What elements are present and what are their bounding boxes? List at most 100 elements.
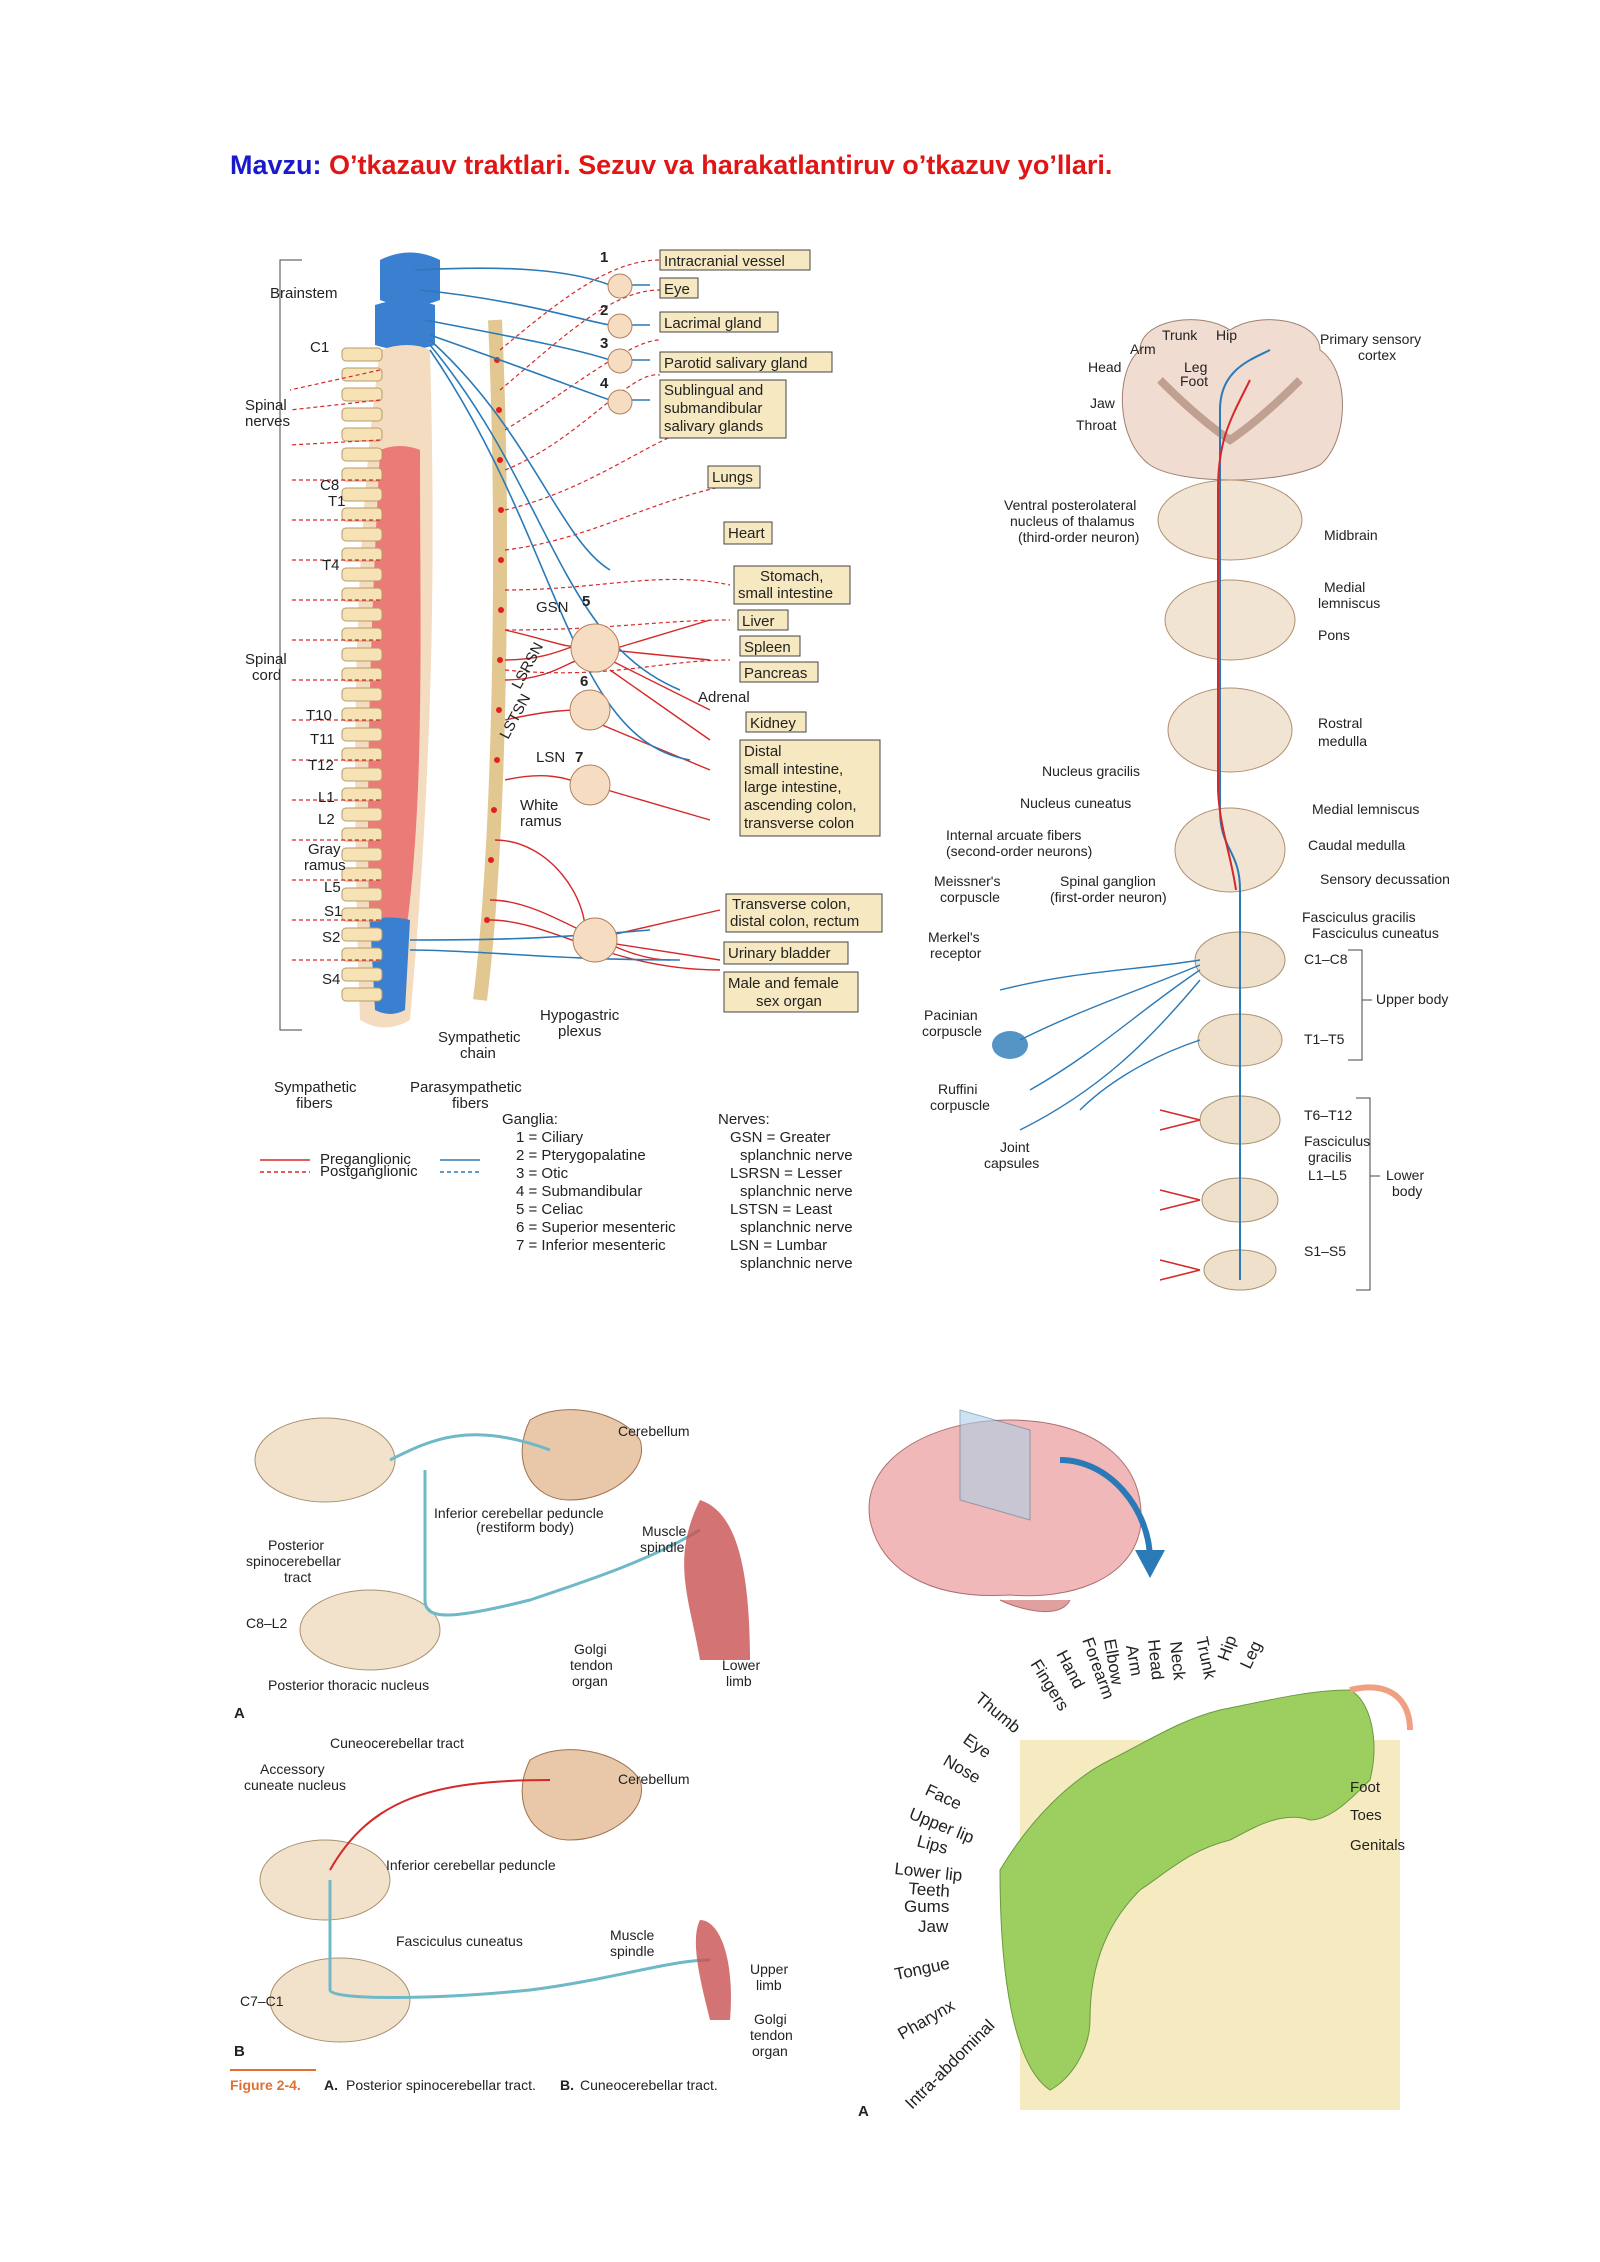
- organ-box-parotid: [659, 351, 833, 373]
- cerebellum-lateral: [999, 1599, 1071, 1613]
- ganglia-2: 2 = Pterygopalatine: [516, 1147, 646, 1164]
- organ-liver: Liver: [742, 613, 775, 630]
- label-pacinian-corpuscle: corpuscle: [922, 1023, 982, 1039]
- homunculus-tongue: Tongue: [893, 1954, 952, 1984]
- organ-stomach-1: Stomach,: [760, 568, 823, 585]
- receptor-fibers: [999, 959, 1201, 1131]
- label-s2: S2: [322, 929, 340, 946]
- b-limb: limb: [756, 1977, 782, 1993]
- homunculus-hip: Hip: [1214, 1633, 1241, 1663]
- legend-symp-2: fibers: [296, 1095, 333, 1112]
- afferent-path-a: [423, 1470, 701, 1617]
- arrow-shaft: [1059, 1457, 1153, 1561]
- nerves-5: LSTSN = Least: [730, 1201, 833, 1218]
- b-organ: organ: [752, 2043, 788, 2059]
- label-t4: T4: [322, 557, 340, 574]
- label-ruffini-corpuscle: corpuscle: [930, 1097, 990, 1113]
- organ-box-distal: [739, 739, 881, 837]
- rostral-medulla-section: [1167, 687, 1293, 773]
- ganglia-5: 5 = Celiac: [516, 1201, 584, 1218]
- ganglia-title: Ganglia:: [502, 1111, 558, 1128]
- organ-bladder: Urinary bladder: [728, 945, 831, 962]
- ganglion-num-7: 7: [575, 749, 583, 766]
- brain-inner: [1157, 377, 1303, 445]
- label-caudal-medulla: Caudal medulla: [1308, 837, 1405, 853]
- ganglia-circles: [569, 273, 633, 963]
- label-white: White: [520, 797, 558, 814]
- chain-dots: [484, 357, 504, 923]
- nerves-7: LSN = Lumbar: [730, 1237, 827, 1254]
- label-t10: T10: [306, 707, 332, 724]
- organ-distal-3: large intestine,: [744, 779, 842, 796]
- cerebellum-a: [521, 1409, 642, 1501]
- label-meissners: Meissner's: [934, 873, 1000, 889]
- label-gsn: GSN: [536, 599, 569, 616]
- b-cerebellum: Cerebellum: [618, 1771, 690, 1787]
- label-sympathetic: Sympathetic: [438, 1029, 521, 1046]
- caption-prefix: Figure 2-4.: [230, 2077, 301, 2093]
- lower-red-fibers: [1159, 1109, 1201, 1281]
- ganglia-6: 6 = Superior mesenteric: [516, 1219, 676, 1236]
- organ-kidney: Kidney: [750, 715, 796, 732]
- label-first-order: (first-order neuron): [1050, 889, 1167, 905]
- organ-sex-2: sex organ: [756, 993, 822, 1010]
- label-white-ramus: ramus: [520, 813, 562, 830]
- label-t11: T11: [310, 731, 335, 748]
- label-vpl-3: (third-order neuron): [1018, 529, 1139, 545]
- a-organ: organ: [572, 1673, 608, 1689]
- label-fasciculus-cuneatus: Fasciculus cuneatus: [1312, 925, 1439, 941]
- label-lower: Lower: [1386, 1167, 1424, 1183]
- label-c8: C8: [320, 477, 339, 494]
- ganglia-4: 4 = Submandibular: [516, 1183, 642, 1200]
- legend-para-2: fibers: [452, 1095, 489, 1112]
- legend-para-1: Parasympathetic: [410, 1079, 522, 1096]
- spinal-section-b: [269, 1957, 411, 2043]
- organ-spleen: Spleen: [744, 639, 791, 656]
- ganglion-num-1: 1: [600, 249, 608, 266]
- label-foot: Foot: [1180, 373, 1208, 389]
- upper-body-bracket: [1348, 949, 1372, 1061]
- a-spindle: spindle: [640, 1539, 685, 1555]
- homunculus-genitals: Genitals: [1350, 1837, 1405, 1854]
- legend-symp-1: Sympathetic: [274, 1079, 357, 1096]
- ganglia-1: 1 = Ciliary: [516, 1129, 584, 1146]
- caption-a: A.: [324, 2077, 338, 2093]
- nerves-2: splanchnic nerve: [740, 1147, 853, 1164]
- label-l1: L1: [318, 789, 335, 806]
- organ-sublingual-2: submandibular: [664, 400, 762, 417]
- homunculus-figure: Forearm Elbow Arm Head Neck Trunk Hip Le…: [858, 1409, 1413, 2120]
- label-t1-t5: T1–T5: [1304, 1031, 1345, 1047]
- ganglion-num-5: 5: [582, 593, 590, 610]
- homunculus-teeth: Teeth: [908, 1879, 951, 1901]
- organ-box-sublingual: [659, 379, 787, 439]
- organ-distal-1: Distal: [744, 743, 782, 760]
- label-plexus: plexus: [558, 1023, 601, 1040]
- a-tract: tract: [284, 1569, 311, 1585]
- brainstem-shape-lower: [375, 300, 435, 350]
- homunculus-panel-letter: A: [858, 2103, 869, 2120]
- label-upper-body: Upper body: [1376, 991, 1448, 1007]
- sensory-pathway-figure: Trunk Hip Arm Head Leg Foot Jaw Throat P…: [922, 319, 1450, 1291]
- ganglion-num-4: 4: [600, 375, 609, 392]
- title-text: O’tkazauv traktlari. Sezuv va harakatlan…: [329, 150, 1113, 180]
- a-tendon: tendon: [570, 1657, 613, 1673]
- label-lemniscus: lemniscus: [1318, 595, 1380, 611]
- a-spinocerebellar: spinocerebellar: [246, 1553, 341, 1569]
- label-s4: S4: [322, 971, 340, 988]
- organ-box-spleen: [739, 635, 801, 657]
- label-t6-t12: T6–T12: [1304, 1107, 1352, 1123]
- vertebrae: [341, 347, 383, 1002]
- organ-sex-1: Male and female: [728, 975, 839, 992]
- midbrain-section: [1157, 479, 1303, 561]
- cerebellum-b: [521, 1749, 642, 1841]
- a-posterior-thoracic: Posterior thoracic nucleus: [268, 1677, 429, 1693]
- organ-distal-4: ascending colon,: [744, 797, 857, 814]
- label-l2: L2: [318, 811, 335, 828]
- ganglia-7: 7 = Inferior mesenteric: [516, 1237, 666, 1254]
- b-upper: Upper: [750, 1961, 788, 1977]
- label-trunk: Trunk: [1162, 327, 1198, 343]
- section-plane: [959, 1409, 1031, 1521]
- nerves-title: Nerves:: [718, 1111, 770, 1128]
- a-c8-l2: C8–L2: [246, 1615, 287, 1631]
- a-cerebellum: Cerebellum: [618, 1423, 690, 1439]
